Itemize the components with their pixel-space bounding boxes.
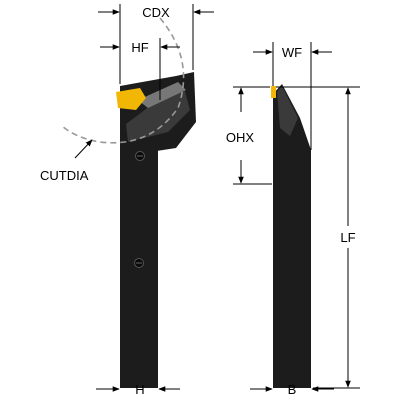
ohx-label: OHX — [226, 130, 255, 145]
cutdia-label: CUTDIA — [40, 168, 89, 183]
h-label: H — [135, 382, 144, 397]
lf-dimension: LF — [276, 86, 360, 389]
front-view — [61, 17, 196, 388]
side-blade — [277, 86, 298, 136]
b-label: B — [288, 382, 297, 397]
side-view — [271, 84, 311, 388]
b-dimension: B — [250, 382, 334, 397]
front-insert — [116, 88, 146, 110]
side-shank — [273, 150, 311, 388]
ohx-dimension: OHX — [226, 86, 272, 185]
front-clamp — [138, 82, 186, 108]
cutdia-arc — [61, 17, 185, 144]
cdx-label: CDX — [142, 5, 170, 20]
side-insert — [271, 86, 276, 98]
hf-label: HF — [131, 40, 148, 55]
cdx-dimension: CDX — [98, 4, 214, 84]
cutdia-callout: CUTDIA — [40, 139, 93, 183]
h-dimension: H — [96, 382, 180, 397]
wf-label: WF — [282, 45, 302, 60]
hf-dimension: HF — [100, 38, 180, 100]
wf-dimension: WF — [253, 42, 332, 150]
front-blade — [126, 88, 190, 142]
screw-head-icon — [135, 151, 145, 161]
lf-label: LF — [340, 230, 355, 245]
screw-head-icon — [134, 258, 144, 268]
